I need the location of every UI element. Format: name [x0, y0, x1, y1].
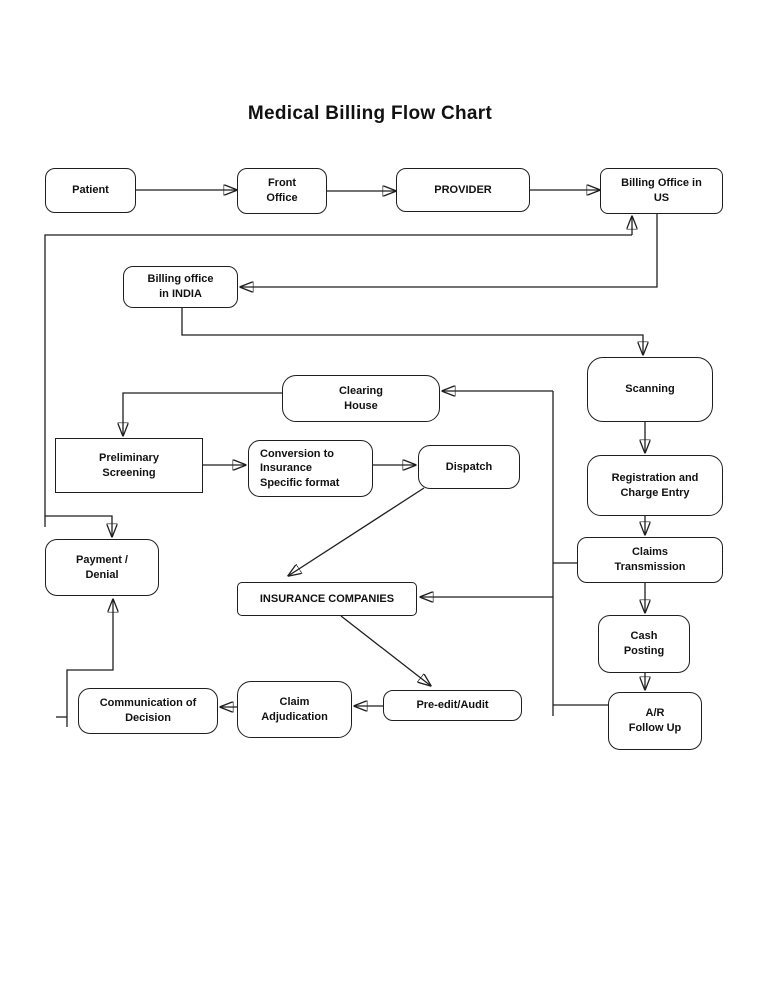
edge-dispatch-to-insurance-companies — [288, 487, 425, 576]
node-cash-posting: Cash Posting — [598, 615, 690, 673]
node-dispatch: Dispatch — [418, 445, 520, 489]
edge-insurance-companies-to-pre-edit-audit — [340, 615, 431, 686]
node-claim-adjudication: Claim Adjudication — [237, 681, 352, 738]
page-title: Medical Billing Flow Chart — [247, 103, 493, 124]
node-conversion: Conversion to Insurance Specific format — [248, 440, 373, 497]
node-ar-follow-up: A/R Follow Up — [608, 692, 702, 750]
node-patient: Patient — [45, 168, 136, 213]
edge-clearing-house-to-preliminary-screening — [123, 392, 282, 436]
node-payment-denial: Payment / Denial — [45, 539, 159, 596]
edge-billing-us-to-billing-india — [240, 214, 658, 287]
node-billing-office-india: Billing office in INDIA — [123, 266, 238, 308]
node-communication-of-decision: Communication of Decision — [78, 688, 218, 734]
node-scanning: Scanning — [587, 357, 713, 422]
node-provider: PROVIDER — [396, 168, 530, 212]
node-pre-edit-audit: Pre-edit/Audit — [383, 690, 522, 721]
node-billing-office-us: Billing Office in US — [600, 168, 723, 214]
node-insurance-companies: INSURANCE COMPANIES — [237, 582, 417, 616]
node-preliminary-screening: Preliminary Screening — [55, 438, 203, 493]
node-registration-charge-entry: Registration and Charge Entry — [587, 455, 723, 516]
node-claims-transmission: Claims Transmission — [577, 537, 723, 583]
edge-billing-india-to-scanning — [181, 308, 643, 355]
edge-communication-to-payment-denial — [66, 599, 113, 727]
node-front-office: Front Office — [237, 168, 327, 214]
node-clearing-house: Clearing House — [282, 375, 440, 422]
